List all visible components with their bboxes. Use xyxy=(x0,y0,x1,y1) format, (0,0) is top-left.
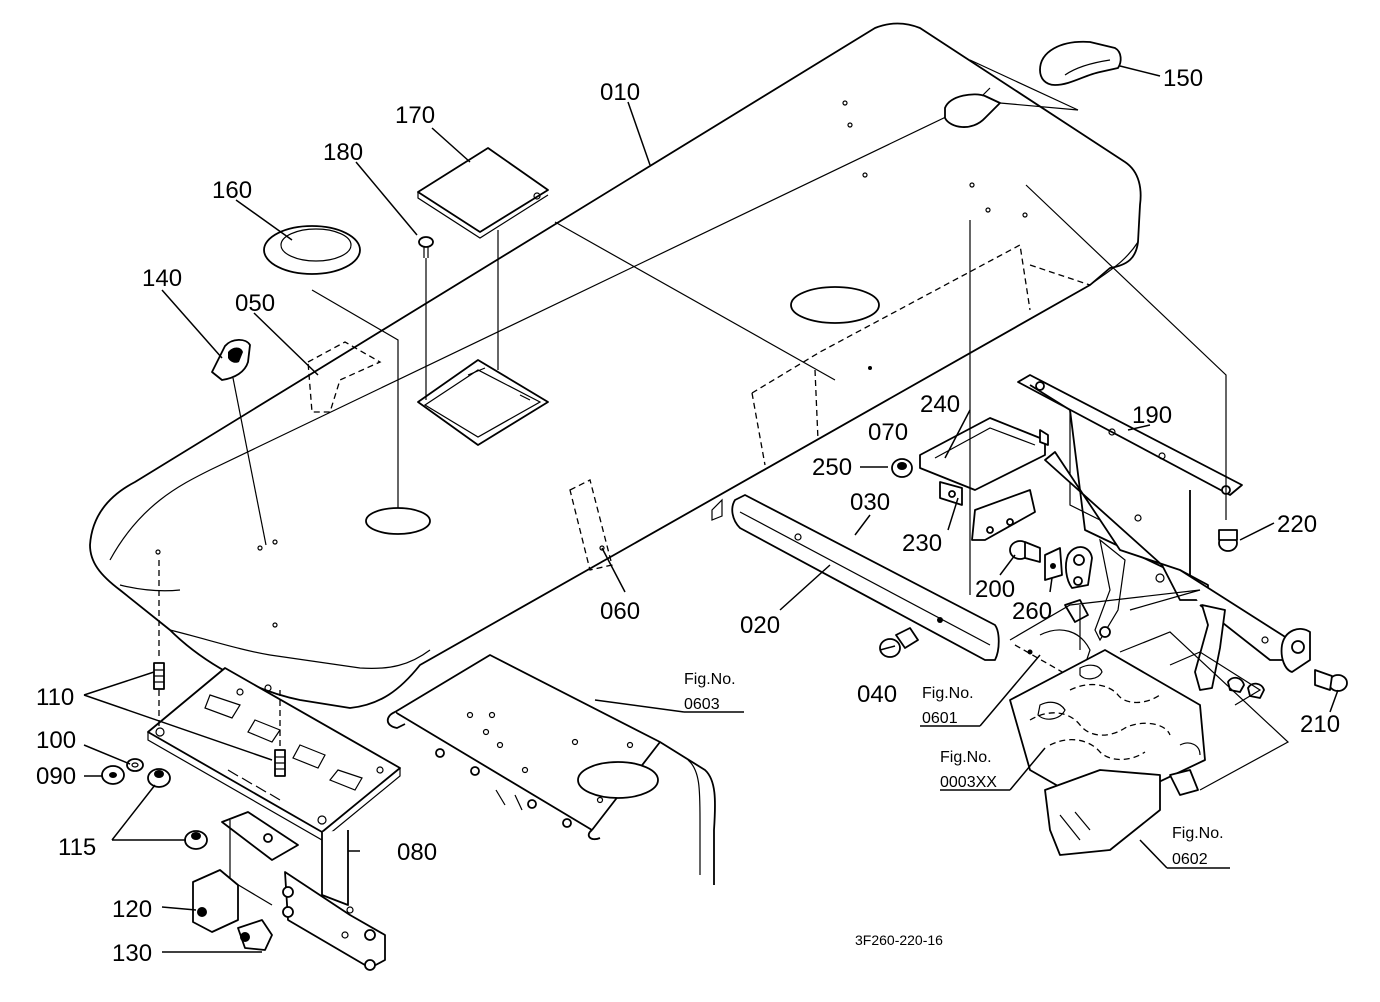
group-box-0601 xyxy=(1009,589,1201,686)
label-120: 120 xyxy=(112,896,152,923)
fig-ref-0602-number: 0602 xyxy=(1172,851,1208,868)
nut-090 xyxy=(101,765,125,785)
label-040: 040 xyxy=(857,681,897,708)
label-050: 050 xyxy=(235,290,275,317)
beam-020-030 xyxy=(731,494,1000,661)
stud-110b xyxy=(274,690,286,777)
grommet-115b xyxy=(184,830,208,850)
label-230: 230 xyxy=(902,530,942,557)
fig-ref-0003xx-number: 0003XX xyxy=(940,774,997,791)
label-070: 070 xyxy=(868,419,908,446)
label-170: 170 xyxy=(395,102,435,129)
assembly-guides xyxy=(232,59,1227,650)
frame-190 xyxy=(1017,374,1291,691)
fig-ref-0601-caption: Fig.No. xyxy=(922,685,974,702)
label-110: 110 xyxy=(36,684,74,711)
label-010: 010 xyxy=(600,79,640,106)
component-180 xyxy=(418,236,434,258)
label-200: 200 xyxy=(975,576,1015,603)
label-190: 190 xyxy=(1132,402,1172,429)
fig-ref-0603-caption: Fig.No. xyxy=(684,671,736,688)
label-210: 210 xyxy=(1300,711,1340,738)
fig-ref-0603-number: 0603 xyxy=(684,696,720,713)
front-frame-0603 xyxy=(386,654,716,885)
bracket-240-230 xyxy=(919,417,1049,541)
drawing-code: 3F260-220-16 xyxy=(855,932,943,948)
label-115: 115 xyxy=(58,834,96,861)
label-090: 090 xyxy=(36,763,76,790)
label-250: 250 xyxy=(812,454,852,481)
label-220: 220 xyxy=(1277,511,1317,538)
bolt-040 xyxy=(879,627,919,658)
label-240: 240 xyxy=(920,391,960,418)
component-170 xyxy=(417,147,549,239)
label-080: 080 xyxy=(397,839,437,866)
fig-ref-0601-number: 0601 xyxy=(922,710,958,727)
plate-260 xyxy=(1044,546,1093,623)
grommet-115a xyxy=(147,768,171,788)
component-140 xyxy=(211,338,251,381)
bolt-220 xyxy=(1218,529,1238,552)
hood-010 xyxy=(89,22,1142,709)
clip-130 xyxy=(237,919,273,951)
label-160: 160 xyxy=(212,177,252,204)
label-180: 180 xyxy=(323,139,363,166)
group-box-0003xx xyxy=(1009,631,1290,856)
component-160 xyxy=(263,225,361,275)
label-260: 260 xyxy=(1012,598,1052,625)
label-030: 030 xyxy=(850,489,890,516)
leader-lines xyxy=(83,65,1339,953)
label-020: 020 xyxy=(740,612,780,639)
label-140: 140 xyxy=(142,265,182,292)
bolt-210 xyxy=(1227,628,1348,699)
bolt-200 xyxy=(1009,540,1041,563)
label-130: 130 xyxy=(112,940,152,967)
label-100: 100 xyxy=(36,727,76,754)
fig-ref-0003xx-caption: Fig.No. xyxy=(940,749,992,766)
washer-100 xyxy=(126,758,144,772)
label-060: 060 xyxy=(600,598,640,625)
nut-250 xyxy=(891,458,913,478)
latch-120 xyxy=(192,869,239,933)
bracket-080 xyxy=(147,667,401,971)
fig-ref-0602-caption: Fig.No. xyxy=(1172,825,1224,842)
label-150: 150 xyxy=(1163,65,1203,92)
component-150 xyxy=(1039,40,1122,86)
